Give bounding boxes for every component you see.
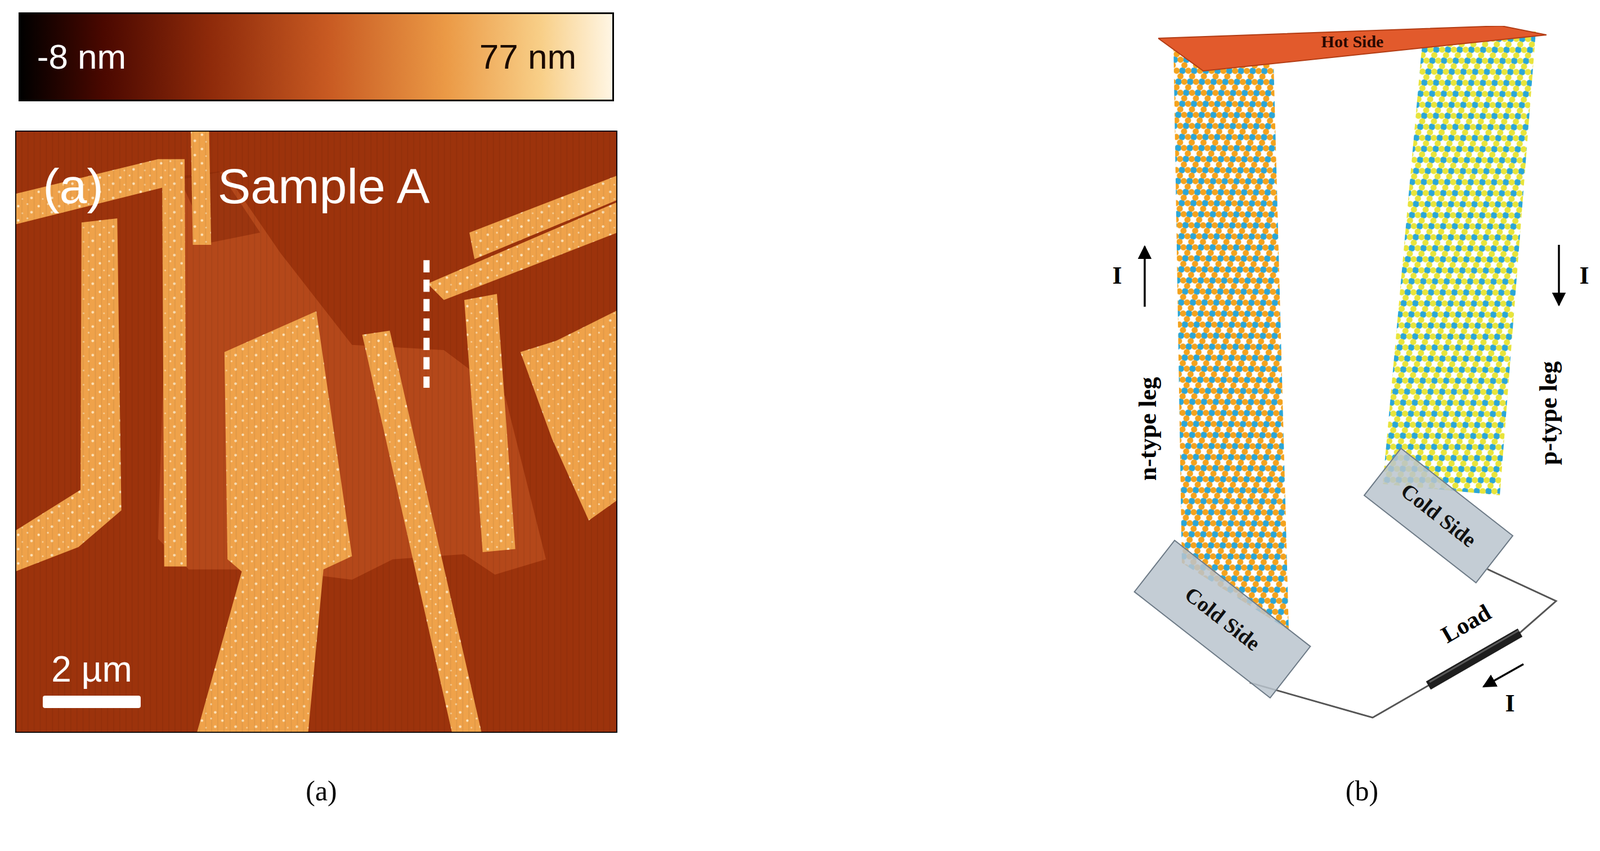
current-arrow	[1143, 246, 1146, 307]
current-label: I	[1504, 689, 1515, 717]
sample-name: Sample A	[217, 159, 430, 214]
current-label: I	[1579, 262, 1589, 290]
afm-image	[15, 130, 618, 733]
caption-tag: (b)	[1345, 775, 1379, 807]
hot-side-plate: Hot Side	[1158, 25, 1547, 74]
scale-bar	[42, 695, 141, 708]
n-type-leg	[1173, 42, 1289, 631]
scale-max: 77 nm	[479, 37, 577, 76]
scale-min: -8 nm	[37, 37, 127, 76]
line-cut	[423, 260, 430, 388]
electrodes	[15, 130, 618, 733]
leg-label: p-type leg	[1535, 361, 1563, 466]
current-arrow	[1557, 244, 1561, 306]
scale-label: 2 µm	[51, 649, 133, 689]
load-label: Load	[1436, 599, 1496, 649]
leg-label: n-type leg	[1134, 377, 1162, 482]
current-label: I	[1112, 262, 1122, 290]
panel-tag: (a)	[42, 159, 104, 214]
current-arrow	[1483, 664, 1524, 687]
caption-tag: (a)	[305, 775, 338, 807]
plate-label: Hot Side	[1158, 33, 1547, 51]
p-type-leg	[1382, 31, 1536, 496]
